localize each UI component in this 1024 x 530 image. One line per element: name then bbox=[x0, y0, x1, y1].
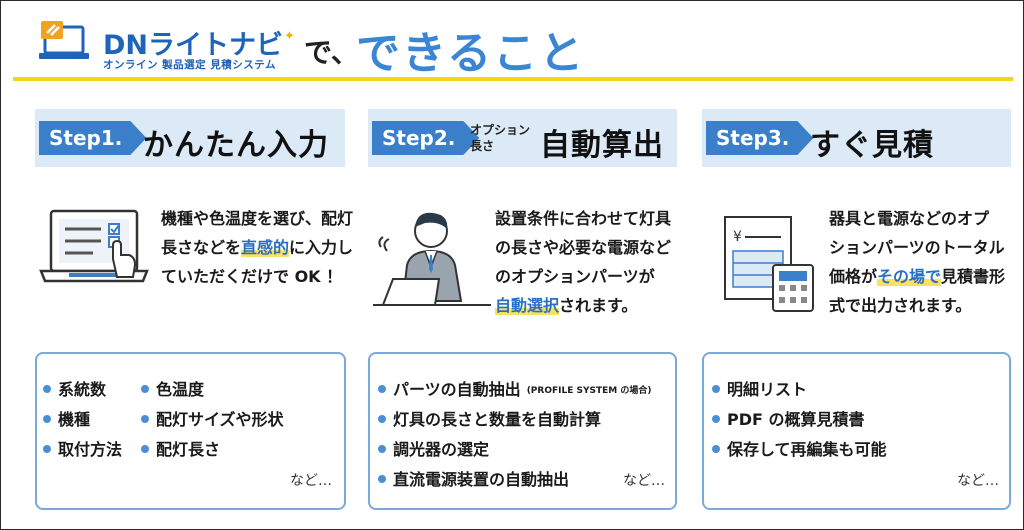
step2-desc-line2: の長さや必要な電源など bbox=[495, 238, 672, 257]
bullet-icon bbox=[378, 415, 386, 423]
sparkle-icon: ✦ bbox=[284, 29, 295, 44]
step1-desc-line3: ていただくだけで OK ！ bbox=[161, 267, 343, 286]
list-item-label: 配灯サイズや形状 bbox=[156, 410, 284, 429]
list-item: 灯具の長さと数量を自動計算 bbox=[378, 406, 601, 430]
step3-desc-text: 価格が bbox=[829, 267, 878, 286]
list-item: 配灯長さ bbox=[141, 436, 220, 460]
list-item: 取付方法 bbox=[43, 436, 122, 460]
etc-note: など… bbox=[957, 473, 999, 489]
step2-tag: Step2. bbox=[372, 121, 479, 155]
bullet-icon bbox=[141, 385, 149, 393]
bullet-icon bbox=[43, 385, 51, 393]
list-item: 調光器の選定 bbox=[378, 436, 489, 460]
bullet-icon bbox=[378, 475, 386, 483]
brand-name: DNライトナビ✦ bbox=[103, 23, 295, 62]
list-item-label: 配灯長さ bbox=[156, 440, 221, 459]
list-item-label: 系統数 bbox=[58, 380, 107, 399]
brand-logo: DNライトナビ✦ オンライン 製品選定 見積システム bbox=[39, 21, 295, 73]
step3-description: 器具と電源などのオプ ションパーツのトータル 価格がその場で見積書形 式で出力さ… bbox=[829, 204, 1005, 320]
bullet-icon bbox=[712, 385, 720, 393]
list-item: 系統数 bbox=[43, 376, 106, 400]
etc-note: など… bbox=[290, 473, 332, 489]
step3-header: Step3. すぐ見積 bbox=[702, 109, 1011, 167]
list-item: PDF の概算見積書 bbox=[712, 406, 865, 430]
step1-desc-line1: 機種や色温度を選び、配灯 bbox=[161, 209, 354, 228]
step2-title: 自動算出 bbox=[540, 128, 664, 163]
step2-desc-line4: 自動選択されます。 bbox=[495, 291, 671, 320]
step2-header: Step2. オプション 長さ 自動算出 bbox=[368, 109, 677, 167]
list-item: パーツの自動抽出 (PROFILE SYSTEM の場合) bbox=[378, 376, 651, 400]
list-item: 機種 bbox=[43, 406, 90, 430]
step3-feature-box: 明細リスト PDF の概算見積書 保存して再編集も可能 など… bbox=[702, 352, 1011, 510]
bullet-icon bbox=[712, 445, 720, 453]
step3-desc-text2: 見積書形 bbox=[941, 267, 1006, 286]
list-item: 色温度 bbox=[141, 376, 204, 400]
list-item-label: 色温度 bbox=[156, 380, 205, 399]
step2-feature-box: パーツの自動抽出 (PROFILE SYSTEM の場合) 灯具の長さと数量を自動… bbox=[368, 352, 677, 510]
header-divider bbox=[13, 77, 1013, 81]
step3-desc-highlight: その場で bbox=[877, 267, 942, 286]
laptop-checklist-icon bbox=[39, 209, 149, 283]
brand-tagline: オンライン 製品選定 見積システム bbox=[103, 59, 276, 71]
bullet-icon bbox=[141, 445, 149, 453]
step3-desc-line3: 価格がその場で見積書形 bbox=[829, 262, 1005, 291]
list-item: 直流電源装置の自動抽出 bbox=[378, 466, 569, 490]
step1-desc-text: 長さなどを bbox=[161, 238, 242, 257]
list-item: 配灯サイズや形状 bbox=[141, 406, 284, 430]
step2-desc-line3: のオプションパーツが bbox=[495, 267, 655, 286]
step1-desc-text2: に入力し bbox=[289, 238, 354, 257]
list-item-label: 機種 bbox=[58, 410, 91, 429]
list-item-label: 灯具の長さと数量を自動計算 bbox=[393, 410, 602, 429]
list-item: 保存して再編集も可能 bbox=[712, 436, 887, 460]
laptop-logo-icon bbox=[39, 21, 89, 59]
step1-title: かんたん入力 bbox=[143, 128, 329, 163]
estimate-calculator-icon: ¥ bbox=[724, 216, 814, 312]
step3-tag: Step3. bbox=[706, 121, 813, 155]
brand-dn: DN bbox=[103, 30, 149, 61]
title-prefix: で、 bbox=[304, 36, 359, 69]
bullet-icon bbox=[378, 445, 386, 453]
step2-desc-text: されます。 bbox=[559, 296, 638, 315]
step2-desc-highlight: 自動選択 bbox=[495, 296, 560, 315]
list-item-label: パーツの自動抽出 bbox=[393, 380, 521, 399]
list-item: 明細リスト bbox=[712, 376, 807, 400]
list-item-label: PDF の概算見積書 bbox=[727, 410, 865, 429]
step3-desc-line2: ションパーツのトータル bbox=[829, 238, 1005, 257]
step1-description: 機種や色温度を選び、配灯 長さなどを直感的に入力し ていただくだけで OK ！ bbox=[161, 204, 353, 291]
step2-desc-line1: 設置条件に合わせて灯具 bbox=[495, 209, 672, 228]
list-item-note: (PROFILE SYSTEM の場合) bbox=[526, 386, 652, 396]
step2-description: 設置条件に合わせて灯具 の長さや必要な電源など のオプションパーツが 自動選択さ… bbox=[495, 204, 671, 320]
step1-desc-highlight: 直感的 bbox=[241, 238, 290, 257]
brand-rest: ライトナビ bbox=[148, 30, 284, 61]
svg-text:¥: ¥ bbox=[733, 229, 742, 245]
bullet-icon bbox=[43, 415, 51, 423]
list-item-label: 取付方法 bbox=[58, 440, 123, 459]
list-item-label: 調光器の選定 bbox=[393, 440, 490, 459]
step2-subtitle-line2: 長さ bbox=[470, 139, 495, 153]
person-laptop-icon bbox=[373, 212, 491, 306]
list-item-label: 明細リスト bbox=[727, 380, 808, 399]
step1-header: Step1. かんたん入力 bbox=[35, 109, 345, 167]
step1-tag: Step1. bbox=[39, 121, 146, 155]
step2-subtitle-line1: オプション bbox=[470, 123, 531, 137]
etc-note: など… bbox=[623, 473, 665, 489]
bullet-icon bbox=[141, 415, 149, 423]
page-title: できること bbox=[356, 28, 586, 79]
step3-title: すぐ見積 bbox=[810, 128, 934, 163]
list-item-label: 直流電源装置の自動抽出 bbox=[393, 470, 570, 489]
step3-desc-line4: 式で出力されます。 bbox=[829, 296, 972, 315]
bullet-icon bbox=[712, 415, 720, 423]
step2-subtitle: オプション 長さ bbox=[470, 122, 530, 154]
step3-desc-line1: 器具と電源などのオプ bbox=[829, 209, 990, 228]
step1-desc-line2: 長さなどを直感的に入力し bbox=[161, 233, 353, 262]
bullet-icon bbox=[43, 445, 51, 453]
step1-feature-box: 系統数 色温度 機種 配灯サイズや形状 取付方法 配灯長さ など… bbox=[35, 352, 346, 510]
list-item-label: 保存して再編集も可能 bbox=[727, 440, 887, 459]
bullet-icon bbox=[378, 385, 386, 393]
